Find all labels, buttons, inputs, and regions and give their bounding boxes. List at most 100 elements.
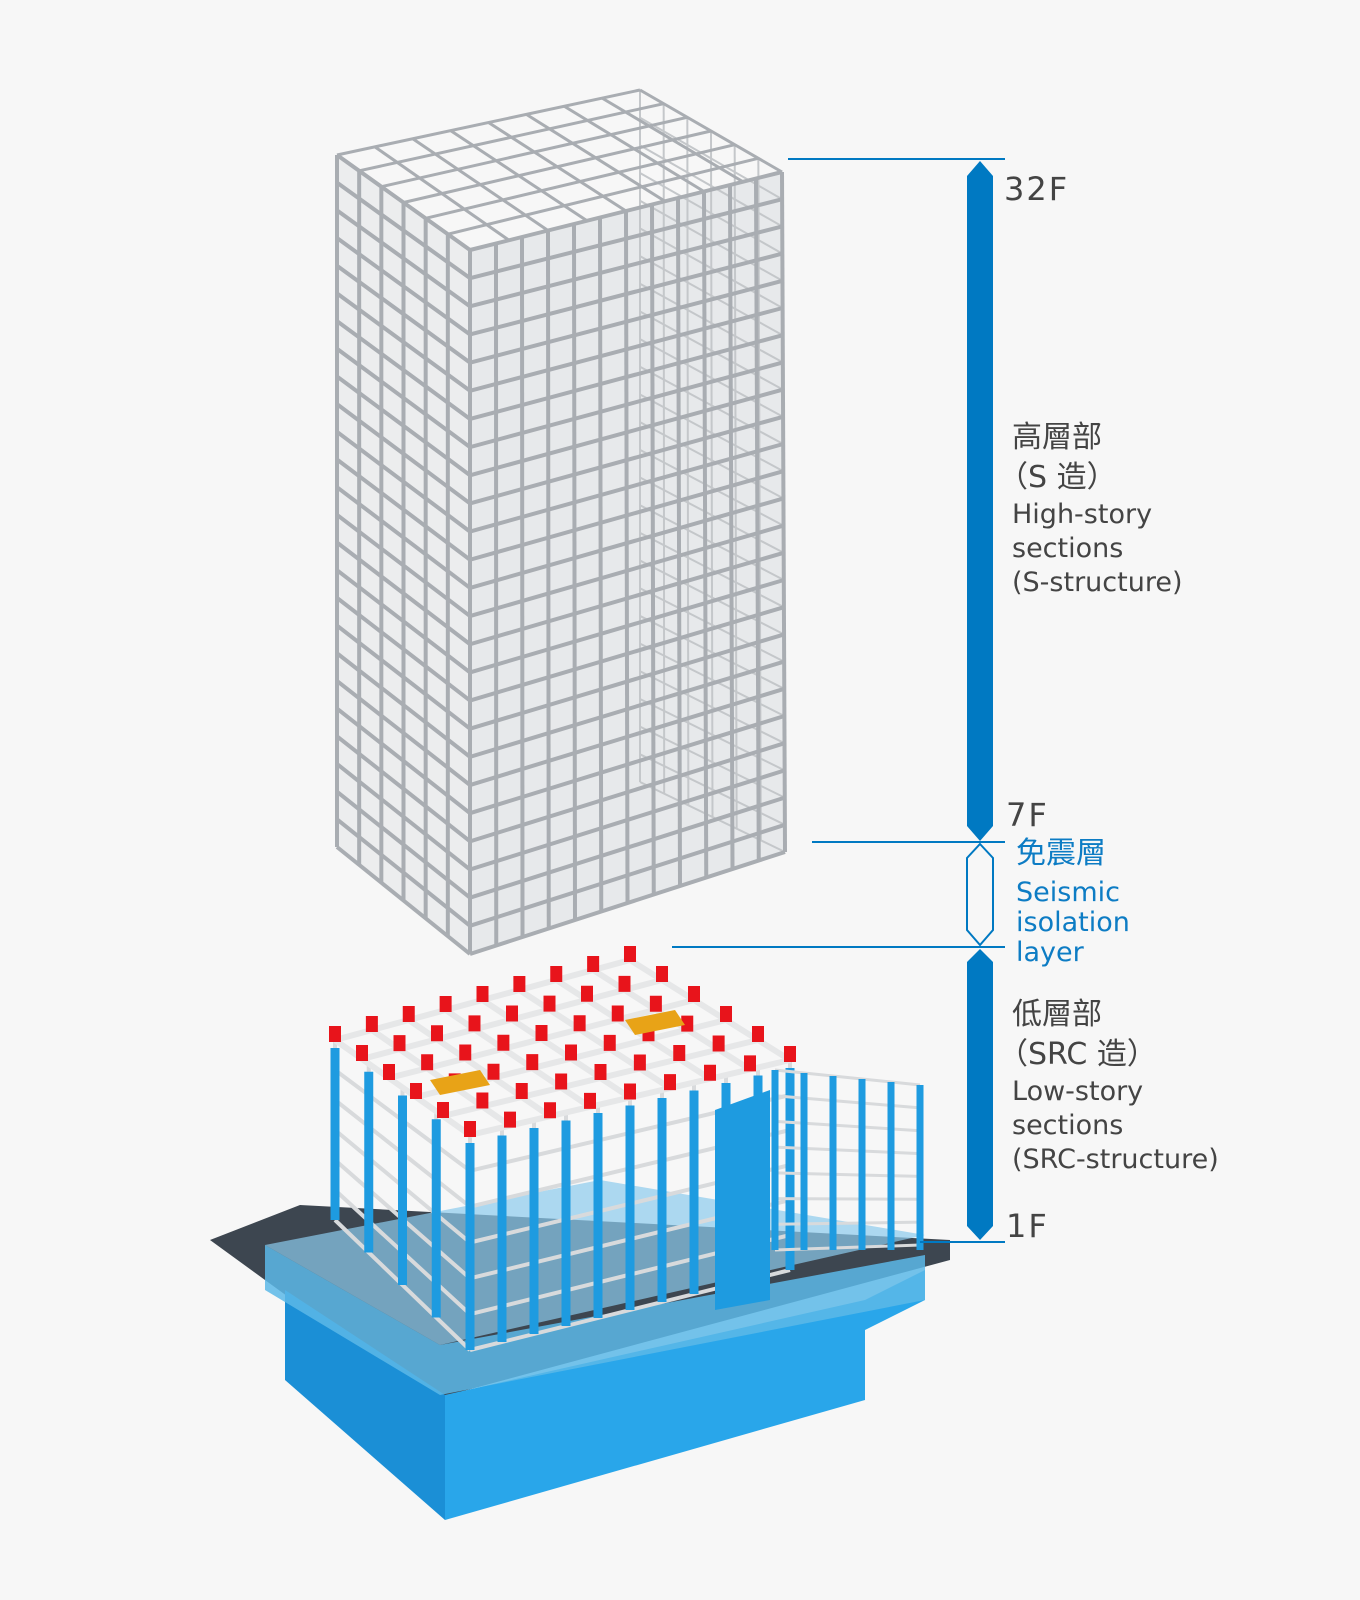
floor-label-7f: 7F xyxy=(1006,796,1049,834)
seismic-isolator xyxy=(383,1064,395,1080)
low-story-jp-type: （SRC 造） xyxy=(998,1037,1157,1072)
annex-front-beam xyxy=(774,1068,921,1087)
seismic-isolator xyxy=(468,1015,481,1032)
seismic-isolator xyxy=(720,1006,732,1022)
high-story-span-bar xyxy=(967,161,993,841)
seismic-isolator xyxy=(555,1073,568,1090)
tower-right-column xyxy=(728,184,735,870)
high-story-jp-title: 高層部 xyxy=(1012,420,1102,455)
tower-back-column xyxy=(757,158,762,841)
annex-front-beam xyxy=(774,1197,921,1201)
seismic-isolator xyxy=(664,1074,676,1091)
seismic-isolator xyxy=(712,1035,725,1052)
isolation-jp-title: 免震層 xyxy=(1016,836,1106,871)
low-story-label: 低層部 （SRC 造） Low-story sections (SRC-stru… xyxy=(998,995,1219,1177)
high-story-label: 高層部 （S 造） High-story sections (S-structu… xyxy=(998,418,1183,600)
seismic-isolator xyxy=(688,986,700,1002)
tower-right-column xyxy=(598,217,604,912)
seismic-isolator xyxy=(681,1015,694,1032)
floor-label-32f: 32F xyxy=(1004,170,1070,208)
seismic-isolator xyxy=(439,996,452,1012)
seismic-isolator xyxy=(649,995,662,1012)
base-left-face xyxy=(285,1290,445,1520)
high-story-en-2: sections xyxy=(1012,533,1124,564)
low-story-podium xyxy=(210,946,950,1520)
seismic-isolator xyxy=(544,1102,556,1119)
seismic-isolator xyxy=(611,1005,624,1022)
floor-scale-bar xyxy=(672,158,1005,1243)
seismic-isolator xyxy=(784,1046,796,1062)
floor-label-1f: 1F xyxy=(1006,1207,1049,1245)
tower-right-column xyxy=(780,171,787,853)
tower-roof-beam xyxy=(425,143,736,220)
tower-right-column xyxy=(702,191,709,878)
base-front-face xyxy=(445,1300,865,1520)
seismic-isolator xyxy=(565,1044,577,1061)
seismic-isolator xyxy=(513,976,526,992)
tower-right-column xyxy=(624,210,630,904)
seismic-isolator xyxy=(476,986,489,1002)
seismic-isolator xyxy=(633,1054,646,1071)
seismic-isolator xyxy=(459,1044,472,1061)
seismic-isolator xyxy=(656,966,668,982)
seismic-isolator xyxy=(584,1092,596,1109)
annex-front-beam xyxy=(774,1171,921,1178)
high-story-en-1: High-story xyxy=(1012,499,1153,530)
seismic-isolator xyxy=(618,975,631,992)
annex-front-beam xyxy=(774,1243,921,1252)
annex-front-beam xyxy=(774,1094,921,1110)
low-story-en-2: sections xyxy=(1012,1110,1124,1141)
seismic-isolator xyxy=(410,1083,422,1099)
seismic-isolator xyxy=(550,966,563,982)
tower-right-column xyxy=(520,236,525,938)
seismic-isolator xyxy=(437,1102,449,1118)
seismic-isolator xyxy=(587,956,600,972)
high-story-jp-type: （S 造） xyxy=(998,460,1117,495)
tower-back-column xyxy=(686,117,690,806)
seismic-isolator xyxy=(506,1005,518,1022)
seismic-isolator xyxy=(421,1054,434,1071)
seismic-isolator xyxy=(365,1016,378,1032)
seismic-isolator xyxy=(497,1034,510,1051)
seismic-isolator xyxy=(329,1026,341,1042)
seismic-isolator xyxy=(393,1035,406,1052)
seismic-isolator xyxy=(581,985,593,1002)
seismic-isolator xyxy=(752,1026,764,1042)
annex-front-beam xyxy=(774,1119,921,1133)
tower-roof-beam xyxy=(336,88,641,157)
seismic-isolator xyxy=(543,995,556,1012)
seismic-isolator xyxy=(744,1055,756,1072)
isolation-label: 免震層 Seismic isolation layer xyxy=(1016,834,1130,968)
annex-front-beam xyxy=(774,1145,921,1156)
low-story-jp-title: 低層部 xyxy=(1012,997,1102,1032)
shear-wall xyxy=(715,1090,770,1310)
seismic-isolator xyxy=(431,1025,443,1042)
seismic-isolator xyxy=(487,1063,500,1080)
seismic-isolator xyxy=(476,1092,489,1109)
low-story-en-3: (SRC-structure) xyxy=(1012,1144,1219,1175)
seismic-isolator xyxy=(673,1045,686,1061)
tower-roof-beam xyxy=(447,156,759,236)
isolation-en-2: isolation xyxy=(1016,907,1130,938)
seismic-isolator xyxy=(704,1064,716,1081)
high-story-steel-tower xyxy=(335,88,787,956)
seismic-isolator xyxy=(515,1083,528,1099)
seismic-isolator xyxy=(402,1006,415,1022)
tower-right-column xyxy=(650,204,656,895)
transfer-beam xyxy=(625,1010,685,1035)
low-story-span-bar xyxy=(967,949,993,1240)
tower-right-column xyxy=(572,223,577,921)
low-story-en-1: Low-story xyxy=(1012,1076,1144,1107)
tower-roof-beam xyxy=(381,115,688,189)
isolation-span-outline xyxy=(966,842,994,947)
seismic-isolator xyxy=(535,1025,548,1041)
seismic-isolator xyxy=(356,1045,368,1061)
tower-right-column xyxy=(754,178,761,861)
isolation-en-1: Seismic xyxy=(1016,877,1120,908)
high-story-en-3: (S-structure) xyxy=(1012,567,1183,598)
seismic-isolator xyxy=(504,1111,516,1128)
tower-roof-beam xyxy=(358,102,664,173)
seismic-isolator xyxy=(464,1121,476,1137)
transfer-beam xyxy=(430,1070,490,1095)
